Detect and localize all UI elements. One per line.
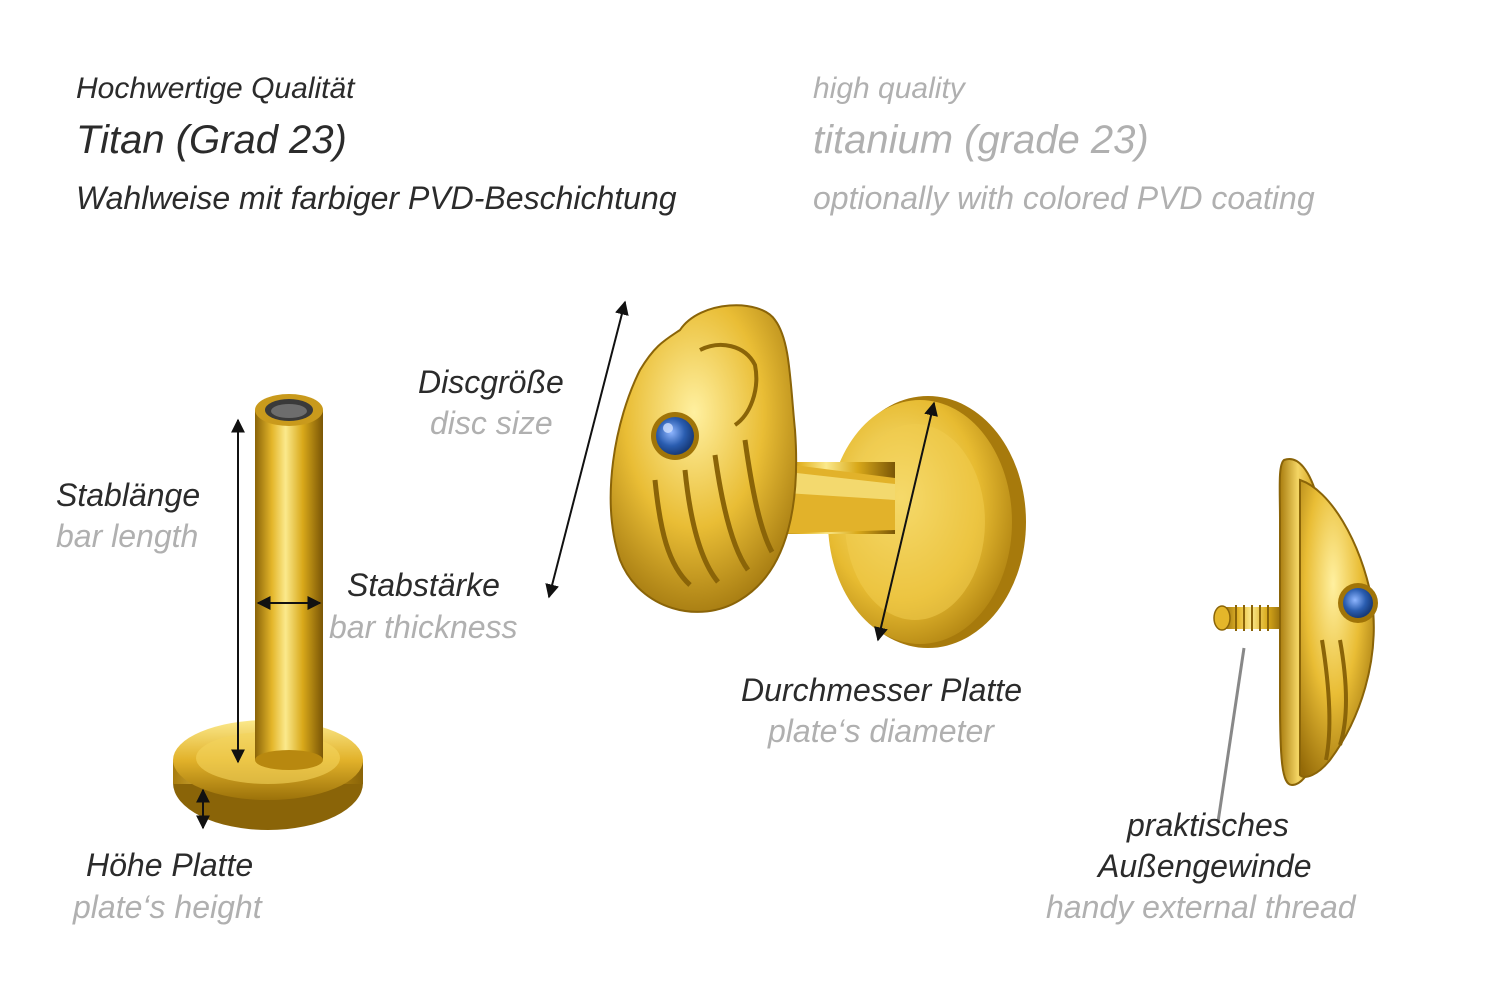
thread-pointer-line <box>1216 647 1246 823</box>
header-de-coating: Wahlweise mit farbiger PVD-Beschichtung <box>76 180 677 216</box>
threaded-top <box>1213 458 1378 787</box>
label-plate-height-de: Höhe Platte <box>86 847 254 883</box>
label-thread-de-line1: praktisches <box>1127 807 1289 843</box>
plate-diameter-arrow <box>874 401 938 642</box>
label-bar-length-en: bar length <box>56 518 199 554</box>
label-disc-size-de: Discgröße <box>418 364 564 400</box>
label-thread-en: handy external thread <box>1046 889 1356 925</box>
labret-post <box>173 394 363 830</box>
label-bar-thickness-de: Stabstärke <box>347 567 500 603</box>
label-bar-thickness-en: bar thickness <box>329 609 518 645</box>
header-en-material: titanium (grade 23) <box>813 118 1149 162</box>
label-thread-de-line2: Außengewinde <box>1098 848 1312 884</box>
assembled-jewelry <box>609 304 1026 648</box>
label-plate-diameter-en: plate‘s diameter <box>768 713 994 749</box>
header-de-quality: Hochwertige Qualität <box>76 72 355 105</box>
header-de-material: Titan (Grad 23) <box>76 118 347 162</box>
label-plate-diameter-de: Durchmesser Platte <box>741 672 1022 708</box>
header-en-coating: optionally with colored PVD coating <box>813 180 1315 216</box>
disc-size-arrow <box>545 300 629 599</box>
header-en-quality: high quality <box>813 72 965 105</box>
gem-stone-side <box>1343 588 1373 618</box>
label-plate-height-en: plate‘s height <box>73 889 262 925</box>
label-disc-size-en: disc size <box>430 405 553 441</box>
label-bar-length-de: Stablänge <box>56 477 201 513</box>
gem-stone <box>656 417 694 455</box>
